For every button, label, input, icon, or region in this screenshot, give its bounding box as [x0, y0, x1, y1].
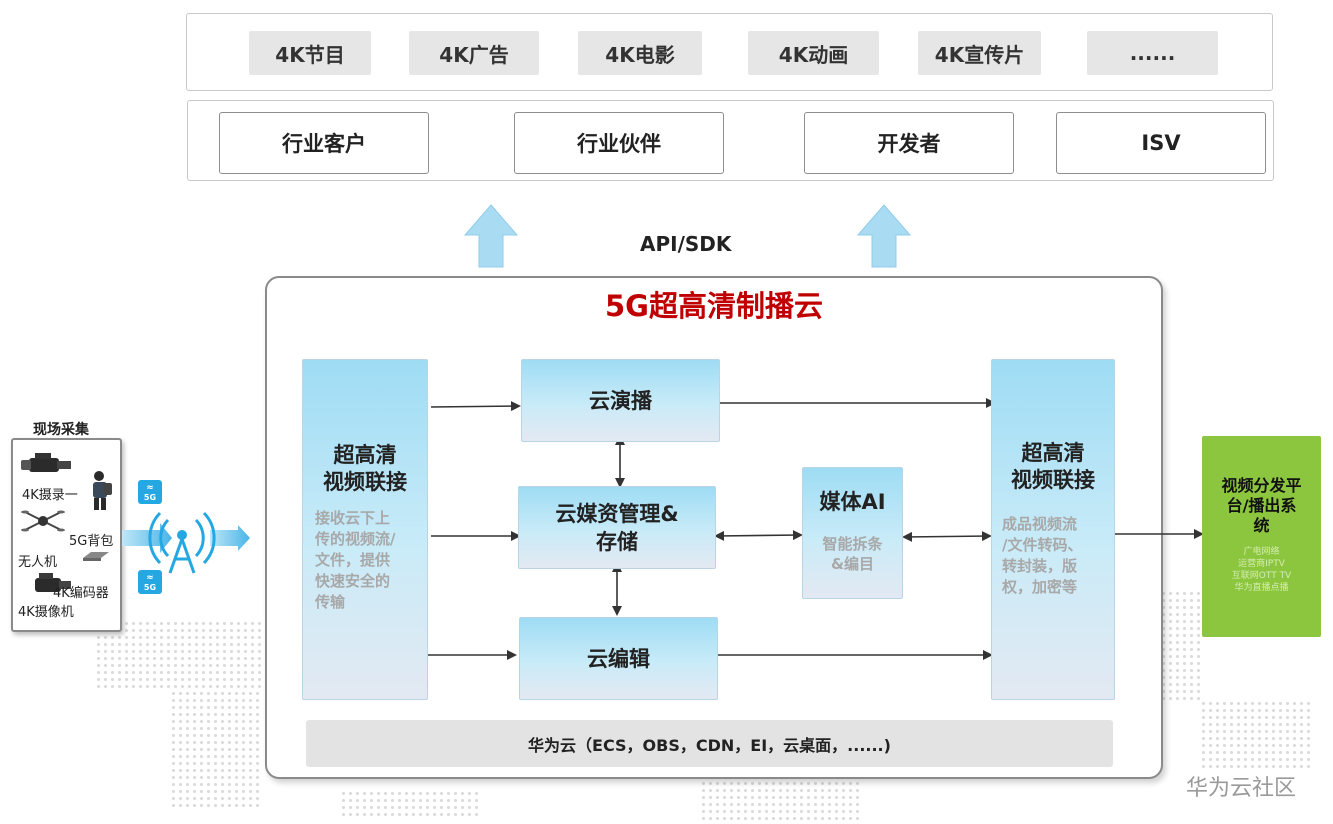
product-chip: 4K节目 — [249, 31, 371, 75]
field-item-backpack: 5G背包 — [69, 534, 114, 549]
up-arrow-icon — [463, 204, 519, 268]
5g-badge-text: 5G — [143, 493, 157, 502]
huawei-cloud-base: 华为云（ECS，OBS，CDN，EI，云桌面，......) — [306, 720, 1113, 767]
map-dots — [1200, 700, 1310, 770]
audience-industry-partners: 行业伙伴 — [514, 112, 724, 174]
media-ai-desc: 智能拆条 &编目 — [822, 535, 883, 573]
cloud-title: 5G超高清制播云 — [605, 289, 823, 323]
field-item-pro-camera: 4K摄像机 — [18, 605, 74, 620]
ingest-connect-box: 超高清 视频联接 接收云下上 传的视频流/ 文件，提供 快速安全的 传输 — [302, 359, 428, 700]
audience-isv: ISV — [1056, 112, 1266, 174]
media-ai-title: 媒体AI — [819, 490, 886, 514]
map-dots — [1160, 590, 1200, 700]
audience-industry-customers: 行业客户 — [219, 112, 429, 174]
cloud-broadcast-box: 云演播 — [521, 359, 720, 442]
distribution-title: 视频分发平 台/播出系 统 — [1221, 476, 1302, 535]
backpack-person-icon — [93, 471, 112, 510]
audience-developers: 开发者 — [804, 112, 1014, 174]
product-chip: 4K电影 — [578, 31, 702, 75]
map-dots — [700, 780, 860, 824]
pro-camera-icon — [35, 573, 71, 592]
5g-badge-icon: ≈ 5G — [138, 480, 162, 504]
map-dots — [340, 790, 480, 820]
distribution-box: 视频分发平 台/播出系 统 广电网络 运营商IPTV 互联网OTT TV 华为直… — [1202, 436, 1321, 637]
field-devices-panel: 4K摄录一 5G背包 无人机 4K编码器 4K摄像机 — [11, 438, 122, 632]
drone-icon — [21, 510, 65, 532]
field-item-camcorder: 4K摄录一 — [22, 488, 78, 503]
product-chip: 4K广告 — [409, 31, 539, 75]
map-dots — [170, 690, 260, 810]
api-sdk-label: API/SDK — [640, 232, 732, 256]
field-item-encoder: 4K编码器 — [53, 586, 109, 601]
watermark: 华为云社区 — [1186, 776, 1297, 801]
field-title: 现场采集 — [33, 422, 89, 438]
wifi-glyph: ≈ — [146, 573, 154, 583]
field-item-drone: 无人机 — [18, 555, 58, 570]
antenna-icon — [122, 511, 250, 574]
ingest-desc: 接收云下上 传的视频流/ 文件，提供 快速安全的 传输 — [315, 509, 396, 611]
media-management-box: 云媒资管理& 存储 — [518, 486, 716, 569]
up-arrow-icon — [856, 204, 912, 268]
egress-connect-box: 超高清 视频联接 成品视频流 /文件转码、 转封装，版 权，加密等 — [991, 359, 1115, 700]
wifi-glyph: ≈ — [146, 483, 154, 493]
encoder-icon — [83, 552, 109, 561]
camcorder-icon — [21, 453, 71, 472]
products-panel: 4K节目 4K广告 4K电影 4K动画 4K宣传片 ...... — [186, 13, 1273, 91]
egress-title: 超高清 视频联接 — [1011, 441, 1095, 492]
distribution-desc: 广电网络 运营商IPTV 互联网OTT TV 华为直播点播 — [1231, 547, 1292, 593]
product-chip: ...... — [1087, 31, 1218, 75]
5g-badge-icon: ≈ 5G — [138, 570, 162, 594]
5g-badge-text: 5G — [143, 583, 157, 592]
audience-panel: 行业客户 行业伙伴 开发者 ISV — [187, 100, 1274, 181]
cloud-editing-box: 云编辑 — [519, 617, 718, 700]
product-chip: 4K动画 — [748, 31, 879, 75]
map-dots — [95, 620, 275, 690]
media-ai-box: 媒体AI 智能拆条 &编目 — [802, 467, 903, 599]
egress-desc: 成品视频流 /文件转码、 转封装，版 权，加密等 — [1002, 515, 1083, 596]
product-chip: 4K宣传片 — [918, 31, 1041, 75]
ingest-title: 超高清 视频联接 — [323, 443, 407, 494]
